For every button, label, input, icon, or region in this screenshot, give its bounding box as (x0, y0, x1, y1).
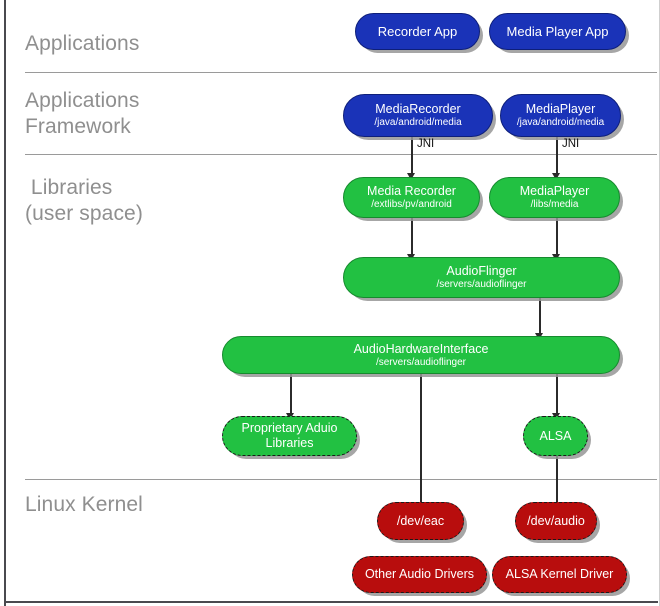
node-mediaplayer-framework-title: MediaPlayer (525, 102, 596, 116)
node-audioflinger-title: AudioFlinger (446, 264, 517, 278)
divider-linux-kernel (25, 479, 657, 480)
node-proprietary-audio-libraries[interactable]: Proprietary Aduio Libraries (222, 416, 357, 456)
connector-alsa-to-dev-audio (556, 456, 558, 506)
node-audioflinger[interactable]: AudioFlinger /servers/audioflinger (343, 257, 620, 298)
section-label-linux-kernel: Linux Kernel (25, 493, 143, 516)
divider-applications (25, 72, 657, 73)
node-alsa[interactable]: ALSA (523, 416, 588, 456)
connector-mediaplayer-lib-to-audioflinger (556, 218, 558, 257)
connector-jni-right-stem (556, 137, 558, 167)
node-proprietary-audio-libraries-line1: Proprietary Aduio (241, 421, 338, 435)
node-dev-eac-title: /dev/eac (396, 513, 445, 528)
node-media-player-app[interactable]: Media Player App (489, 13, 626, 50)
node-recorder-app[interactable]: Recorder App (355, 13, 480, 50)
node-dev-audio-title: /dev/audio (527, 513, 585, 528)
node-mediaplayer-framework[interactable]: MediaPlayer /java/android/media (500, 94, 621, 137)
node-alsa-kernel-driver[interactable]: ALSA Kernel Driver (492, 556, 627, 593)
node-mediaplayer-library-path: /libs/media (530, 199, 579, 210)
node-mediaplayer-library-title: MediaPlayer (519, 184, 590, 198)
divider-framework (25, 154, 657, 155)
node-media-player-app-title: Media Player App (506, 24, 609, 39)
edge-label-jni-left: JNI (417, 138, 435, 150)
node-proprietary-audio-libraries-line2: Libraries (265, 436, 314, 450)
node-mediaplayer-library[interactable]: MediaPlayer /libs/media (489, 177, 620, 218)
node-dev-eac[interactable]: /dev/eac (377, 502, 464, 540)
node-recorder-app-title: Recorder App (377, 24, 458, 39)
section-label-applications: Applications (25, 32, 140, 55)
connector-ahi-to-proprietary-audio (290, 374, 292, 416)
node-audioflinger-path: /servers/audioflinger (436, 279, 527, 290)
node-mediarecorder-framework-path: /java/android/media (374, 117, 462, 128)
node-mediarecorder-framework[interactable]: MediaRecorder /java/android/media (343, 94, 493, 137)
connector-mediarecorder-lib-to-audioflinger (411, 218, 413, 257)
section-label-applications-framework: Applications Framework (25, 89, 140, 138)
connector-jni-left-stem (411, 137, 413, 167)
edge-label-jni-right: JNI (562, 138, 580, 150)
node-dev-audio[interactable]: /dev/audio (515, 502, 597, 540)
connector-ahi-to-alsa (556, 374, 558, 416)
section-label-libraries-user-space: Libraries (user space) (25, 176, 143, 225)
frame-bottom-border (4, 601, 658, 603)
connector-audioflinger-to-audiohardwareinterface (539, 298, 541, 336)
node-alsa-title: ALSA (539, 428, 572, 443)
connector-ahi-to-dev-eac (420, 374, 422, 506)
node-other-audio-drivers-title: Other Audio Drivers (364, 567, 475, 581)
node-mediaplayer-framework-path: /java/android/media (516, 117, 605, 128)
frame-left-border (4, 0, 6, 606)
node-audiohardwareinterface-path: /servers/audioflinger (375, 356, 467, 368)
node-mediarecorder-framework-title: MediaRecorder (375, 102, 461, 116)
node-media-recorder-library-title: Media Recorder (367, 184, 456, 198)
node-audiohardwareinterface[interactable]: AudioHardwareInterface /servers/audiofli… (222, 336, 620, 374)
node-audiohardwareinterface-title: AudioHardwareInterface (353, 341, 489, 356)
node-media-recorder-library[interactable]: Media Recorder /extlibs/pv/android (343, 177, 480, 218)
node-alsa-kernel-driver-title: ALSA Kernel Driver (505, 567, 614, 581)
node-media-recorder-library-path: /extlibs/pv/android (371, 199, 452, 210)
node-other-audio-drivers[interactable]: Other Audio Drivers (352, 556, 487, 593)
